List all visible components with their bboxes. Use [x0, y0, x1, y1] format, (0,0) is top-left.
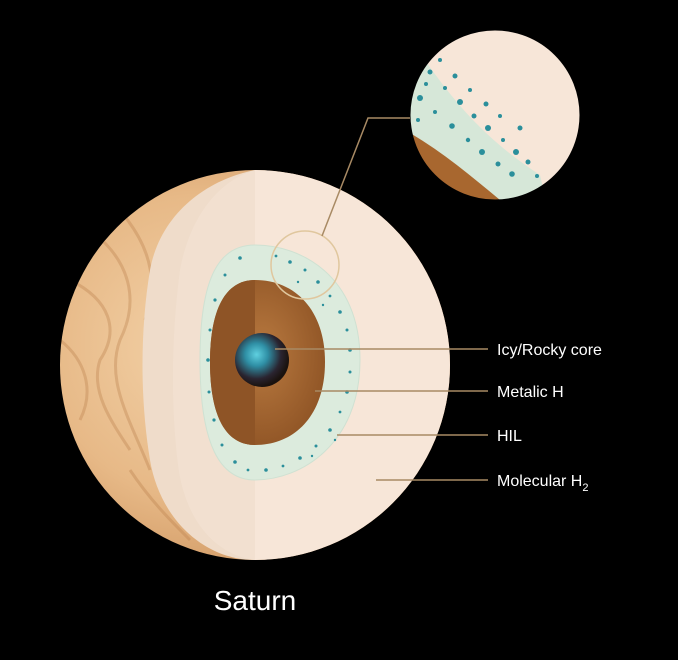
label-molecular-h2: Molecular H2: [497, 473, 588, 494]
label-molecular-h2-subscript: 2: [582, 482, 588, 494]
metallic-h-left-shade: [210, 280, 255, 445]
icy-rocky-core: [235, 333, 289, 387]
label-molecular-h2-text: Molecular H: [497, 473, 582, 490]
label-metalic-h: Metalic H: [497, 384, 564, 401]
label-icy-rocky-core: Icy/Rocky core: [497, 342, 602, 359]
inset-connector: [321, 117, 410, 237]
zoom-inset: [409, 29, 581, 201]
label-hil: HIL: [497, 428, 522, 445]
leader-lines: [275, 348, 488, 481]
hil-dots: [206, 254, 352, 472]
zoom-ring: [270, 230, 340, 300]
planet: [60, 170, 450, 560]
inset-dots: [416, 58, 539, 178]
diagram-title: Saturn: [214, 585, 297, 616]
